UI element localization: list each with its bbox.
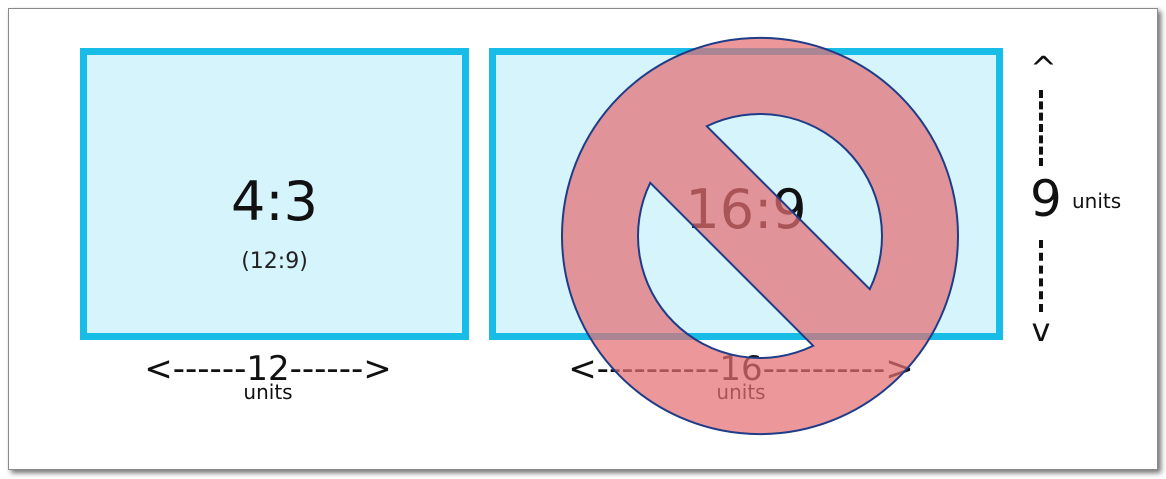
height-dash-bottom [1039,240,1043,312]
height-value: 9 [1030,170,1062,228]
aspect-box-16-9: 16:9 [489,48,1003,340]
aspect-box-4-3: 4:3 (12:9) [80,48,469,340]
arrow-up-icon: ^ [1030,49,1057,87]
height-units: units [1072,189,1122,213]
height-dash-top [1039,90,1043,166]
ratio-sublabel-12-9: (12:9) [241,249,308,274]
width-arrow-12: <------12------> [144,349,392,389]
arrow-down-icon: v [1031,311,1051,349]
width-dimension-12: <------12------> units [98,352,438,402]
height-dimension-9: ^ 9 units v [1030,48,1150,346]
width-dimension-16: <----------16----------> units [500,352,982,402]
width-units-12: units [243,380,293,404]
ratio-label-16-9: 16:9 [685,178,807,241]
ratio-label-4-3: 4:3 [231,170,318,233]
